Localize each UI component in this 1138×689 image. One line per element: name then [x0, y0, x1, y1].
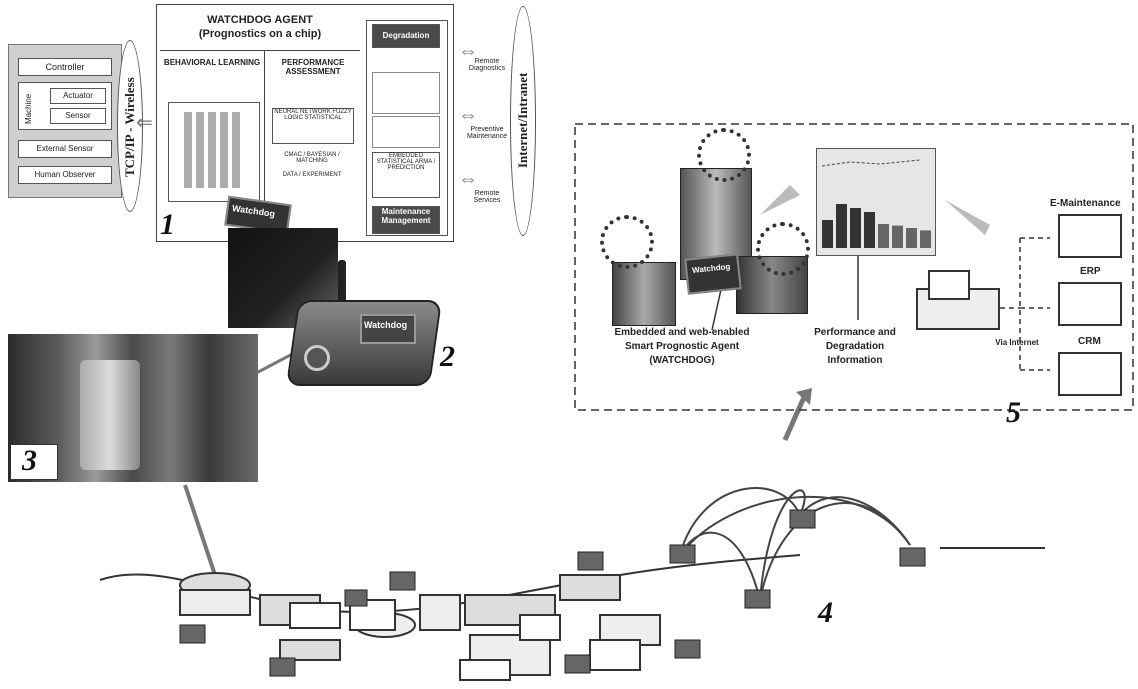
panel-5-border: [574, 123, 1134, 411]
signal-icon-1: [697, 128, 751, 182]
network-arcs: [679, 487, 911, 601]
target-label-emaintenance: E-Maintenance: [1050, 198, 1121, 209]
perf-bar: [920, 230, 931, 248]
perf-method-1: NEURAL NETWORK FUZZY LOGIC STATISTICAL: [272, 108, 354, 144]
device-knob: [304, 345, 330, 371]
prediction-methods: EMBEDDED STATISTICAL ARMA / PREDICTION: [372, 152, 440, 198]
arrow-in: ⇐: [136, 112, 153, 134]
perf-trend-line: [821, 159, 921, 167]
perf-bar: [864, 212, 875, 248]
device-label: Watchdog: [364, 320, 408, 330]
neural-network-graphic: [184, 112, 244, 188]
sensor-box: Sensor: [50, 108, 106, 124]
central-computer-monitor: [928, 270, 970, 300]
degradation-box: Degradation: [372, 24, 440, 48]
perf-method-3: DATA / EXPERIMENT: [282, 172, 342, 178]
sensor-nodes: [179, 509, 926, 677]
remote-services-label: Remote Services: [473, 190, 501, 204]
arrow-out-1: ⇔: [458, 40, 478, 62]
performance-caption: Performance and Degradation Information: [814, 327, 896, 366]
perf-bar: [822, 220, 833, 248]
arrow-out-2: ⇔: [458, 104, 478, 126]
label-1: 1: [160, 208, 175, 241]
signal-icon-2: [600, 215, 654, 269]
factory-line: [99, 547, 1045, 681]
agent-title: WATCHDOG AGENT: [207, 14, 313, 26]
label-5: 5: [1006, 396, 1021, 429]
agent-subtitle: (Prognostics on a chip): [198, 28, 322, 40]
human-observer-box: Human Observer: [18, 166, 112, 184]
perf-bar: [836, 204, 847, 248]
tcpip-oval: [117, 40, 143, 212]
agent-caption: Embedded and web-enabled Smart Prognosti…: [614, 327, 750, 366]
preventive-maintenance-label: Preventive Maintenance: [466, 126, 508, 140]
internet-oval: [510, 6, 536, 236]
perf-bar: [892, 225, 903, 248]
target-label-erp: ERP: [1080, 266, 1101, 277]
signal-icon-3: [756, 222, 810, 276]
performance-assessment-header: PERFORMANCE ASSESSMENT: [281, 58, 345, 76]
perf-bar: [906, 228, 917, 248]
antenna: [338, 260, 346, 330]
device-display: [360, 314, 416, 344]
remote-diagnostics-label: Remote Diagnostics: [468, 58, 506, 72]
label-4: 4: [818, 596, 833, 629]
via-internet-label: Via Internet: [995, 338, 1039, 347]
controller-box: Controller: [18, 58, 112, 76]
actuator-box: Actuator: [50, 88, 106, 104]
arrow-out-3: ⇔: [458, 168, 478, 190]
target-label-crm: CRM: [1078, 336, 1101, 347]
external-sensor-box: External Sensor: [18, 140, 112, 158]
computer-crm: [1058, 352, 1122, 396]
computer-erp: [1058, 282, 1122, 326]
perf-bar: [878, 224, 889, 248]
perf-method-2: CMAC / BAYESIAN / MATCHING: [284, 152, 340, 164]
computer-emaintenance: [1058, 214, 1122, 258]
photo-number-badge: [10, 444, 58, 480]
prediction-chart-1: [372, 72, 440, 114]
perf-bar: [850, 208, 861, 248]
machine-left: [612, 262, 676, 326]
maintenance-management-box: Maintenance Management: [372, 206, 440, 234]
behavioral-learning-header: BEHAVIORAL LEARNING: [163, 58, 261, 67]
prediction-chart-2: [372, 116, 440, 148]
photo-pipes: [80, 360, 140, 470]
label-2: 2: [440, 340, 455, 373]
label-3: 3: [22, 444, 37, 477]
